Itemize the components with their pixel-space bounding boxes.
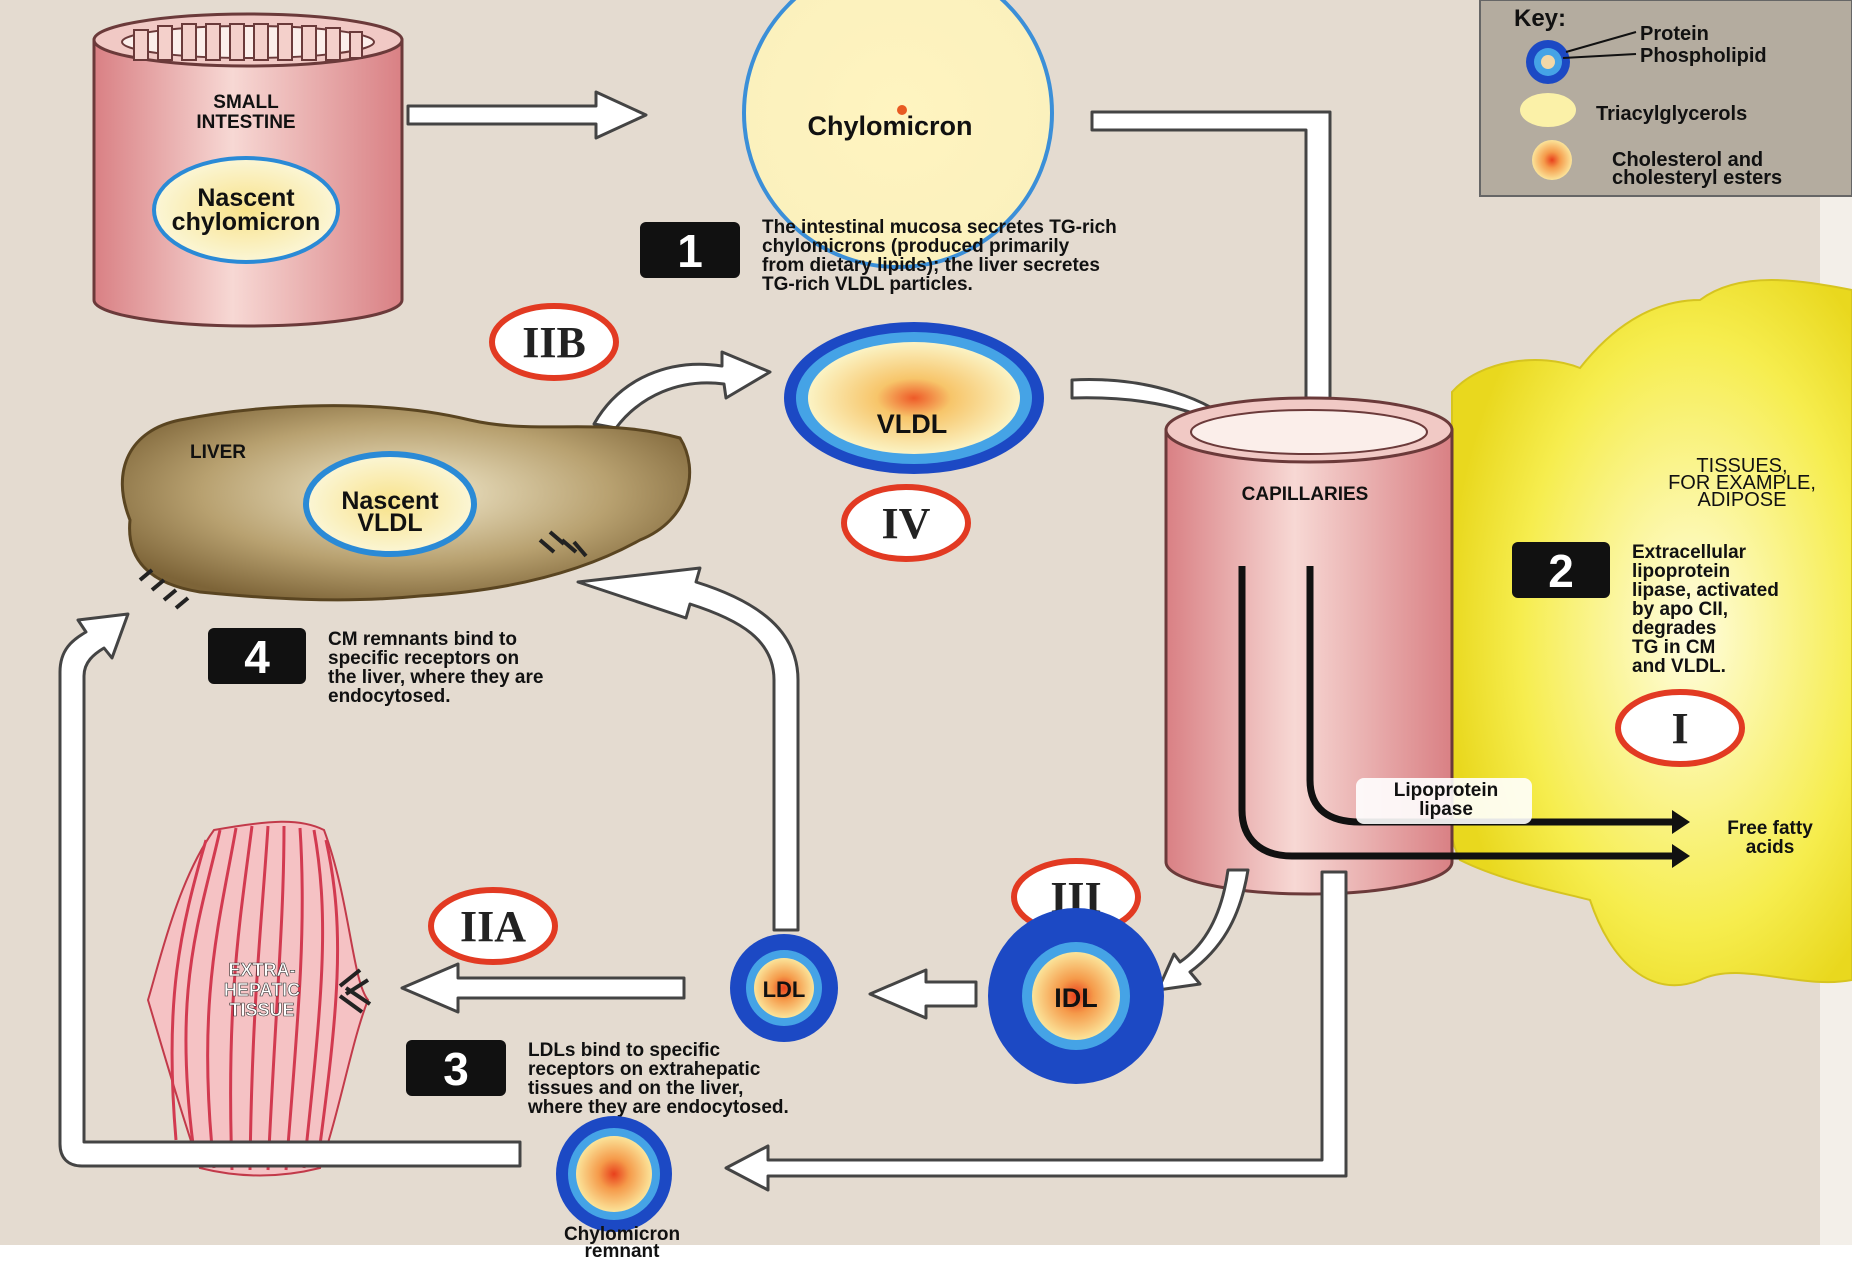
key-cholesterol-icon (1532, 140, 1572, 180)
extrahepatic-label-1: EXTRA- (229, 960, 296, 980)
marker-i: I (1618, 692, 1742, 764)
step-1-number: 1 (677, 225, 703, 277)
step-4-number: 4 (244, 631, 270, 683)
ldl: LDL (730, 934, 838, 1042)
step-4-text-3: the liver, where they are (328, 667, 543, 688)
tissues-label-3: ADIPOSE (1698, 489, 1787, 511)
key-triacylglycerol-icon (1520, 93, 1576, 127)
key-phospholipid-label: Phospholipid (1640, 45, 1767, 67)
step-3-text-1: LDLs bind to specific (528, 1040, 721, 1061)
step-2-text-2: lipoprotein (1632, 561, 1730, 582)
marker-iv-label: IV (882, 499, 931, 548)
step-2-text-5: degrades (1632, 618, 1716, 639)
marker-iib-label: IIB (522, 318, 586, 367)
nascent-chylomicron-label-2: chylomicron (172, 208, 321, 236)
bottom-margin (0, 1245, 1852, 1260)
step-3-number: 3 (443, 1043, 469, 1095)
key-cholesterol-label-2: cholesteryl esters (1612, 167, 1782, 189)
step-3-text-4: where they are endocytosed. (527, 1097, 789, 1118)
marker-iia-label: IIA (460, 902, 526, 951)
key-triacylglycerols-label: Triacylglycerols (1596, 103, 1747, 125)
step-4-text-2: specific receptors on (328, 648, 519, 669)
marker-iib: IIB (492, 306, 616, 378)
idl: IDL (988, 908, 1164, 1084)
step-2-text-1: Extracellular (1632, 542, 1747, 563)
step-1-text-3: from dietary lipids); the liver secretes (762, 255, 1100, 276)
step-2-text-6: TG in CM (1632, 637, 1715, 658)
step-1-text-4: TG-rich VLDL particles. (762, 274, 973, 295)
marker-iv: IV (844, 487, 968, 559)
step-4-text-1: CM remnants bind to (328, 629, 517, 650)
marker-iia: IIA (431, 890, 555, 962)
chylomicron-label: Chylomicron (807, 111, 972, 141)
nascent-vldl-label-2: VLDL (357, 509, 422, 537)
step-4-text-4: endocytosed. (328, 686, 450, 707)
step-2-text-3: lipase, activated (1632, 580, 1779, 601)
free-fatty-acids-label-1: Free fatty (1727, 818, 1813, 839)
ldl-label: LDL (763, 977, 806, 1002)
idl-label: IDL (1054, 983, 1098, 1013)
step-2-number: 2 (1548, 545, 1574, 597)
step-3-text-2: receptors on extrahepatic (528, 1059, 761, 1080)
key-title: Key: (1514, 5, 1566, 32)
key-legend: Key: Protein Phospholipid Triacylglycero… (1480, 0, 1852, 196)
remnant-label-2: remnant (585, 1241, 661, 1260)
step-1-text-1: The intestinal mucosa secretes TG-rich (762, 217, 1117, 238)
vldl: VLDL (784, 322, 1044, 474)
capillaries-label: CAPILLARIES (1242, 484, 1369, 505)
small-intestine-label-2: INTESTINE (196, 112, 295, 133)
step-2-text-7: and VLDL. (1632, 656, 1726, 677)
extrahepatic-label-2: HEPATIC (224, 980, 300, 1000)
vldl-label: VLDL (877, 409, 948, 439)
lipase-label-1: Lipoprotein (1394, 780, 1498, 801)
lipase-label-2: lipase (1419, 799, 1473, 820)
small-intestine-label-1: SMALL (213, 92, 279, 113)
free-fatty-acids-label-2: acids (1746, 837, 1795, 858)
extrahepatic-label-3: TISSUE (229, 1000, 294, 1020)
step-1-text-2: chylomicrons (produced primarily (762, 236, 1070, 257)
small-intestine: SMALL INTESTINE Nascent chylomicron (94, 14, 402, 326)
step-3-text-3: tissues and on the liver, (528, 1078, 743, 1099)
step-2-text-4: by apo CII, (1632, 599, 1728, 620)
marker-i-label: I (1671, 704, 1688, 753)
key-protein-label: Protein (1640, 23, 1709, 45)
liver-label: LIVER (190, 442, 246, 463)
